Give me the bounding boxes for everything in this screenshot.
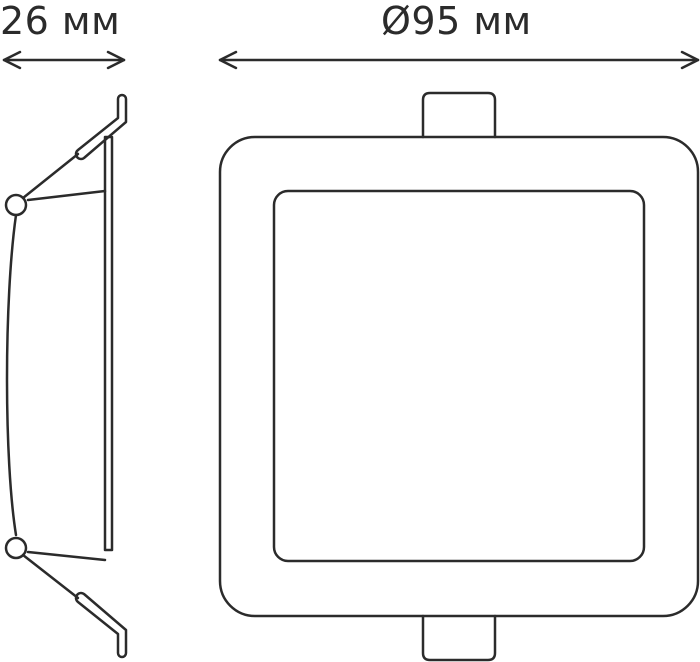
depth-dimension-arrow (2, 50, 126, 70)
top-clip-hinge (4, 193, 28, 217)
inner-light-panel (272, 189, 646, 563)
outer-frame (218, 135, 700, 618)
bottom-mounting-tab (421, 614, 497, 662)
side-view (4, 93, 128, 659)
diameter-dimension-label: Ø95 мм (381, 0, 532, 43)
top-mounting-tab (421, 91, 497, 139)
side-body-curve (5, 213, 18, 537)
front-view (218, 91, 700, 662)
bottom-clip-hinge (4, 536, 28, 560)
bottom-spring-clip (74, 591, 128, 659)
diameter-dimension-arrow (218, 50, 700, 70)
depth-dimension-label: 26 мм (0, 0, 121, 43)
top-spring-clip (74, 93, 128, 161)
side-flange (103, 135, 114, 552)
